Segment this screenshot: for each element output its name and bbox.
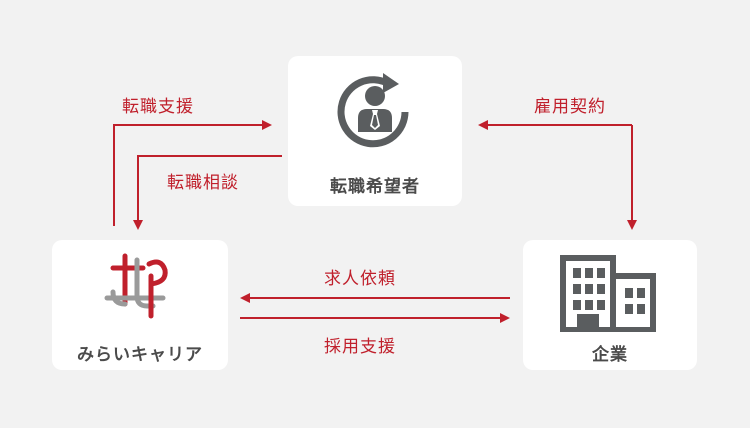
mirai-career-label: みらいキャリア — [77, 345, 203, 365]
label-employment-contract: 雇用契約 — [534, 97, 606, 117]
mirai-career-logo — [104, 253, 168, 319]
node-mirai-career: みらいキャリア — [52, 240, 228, 370]
building-icon — [560, 255, 656, 332]
label-job-request: 求人依頼 — [324, 269, 396, 289]
company-label: 企業 — [592, 345, 628, 365]
label-hiring-support: 採用支援 — [324, 337, 396, 357]
label-job-support: 転職支援 — [122, 97, 194, 117]
node-company: 企業 — [523, 240, 697, 370]
arrow-job-consult — [133, 155, 282, 230]
label-job-consult: 転職相談 — [167, 173, 239, 193]
person-cycle-icon — [337, 73, 409, 148]
node-job-seeker: 転職希望者 — [288, 56, 462, 206]
arrow-job-support — [113, 120, 272, 226]
job-seeker-label: 転職希望者 — [330, 177, 420, 197]
